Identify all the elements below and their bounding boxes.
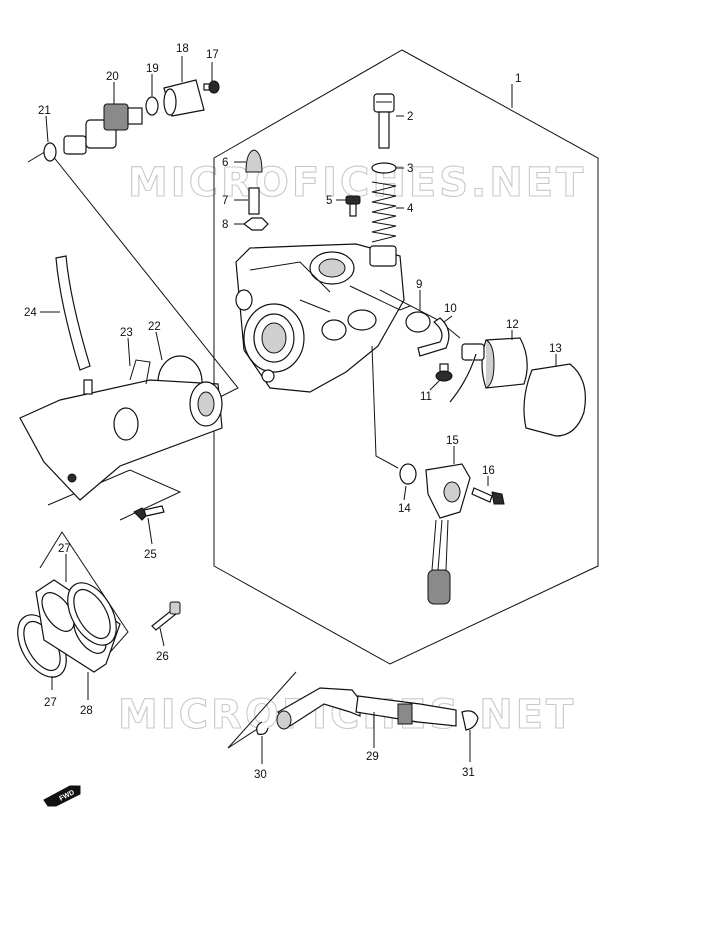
part-23-intake-pipe	[19, 359, 223, 501]
callout-15: 15	[446, 435, 459, 447]
part-18-injector-cap	[163, 79, 205, 117]
part-21-o-ring	[43, 142, 57, 162]
part-14-o-ring	[399, 463, 417, 485]
callout-3: 3	[407, 163, 413, 175]
callout-22: 22	[148, 321, 161, 333]
part-7-stud	[248, 187, 260, 215]
callout-13: 13	[549, 343, 562, 355]
callout-4: 4	[407, 203, 414, 215]
part-4-spring	[371, 181, 397, 243]
part-29-hose	[276, 687, 457, 730]
leader-body-to-14	[371, 345, 399, 469]
callout-8: 8	[222, 219, 228, 231]
fwd-arrow-icon: FWD	[43, 785, 81, 807]
part-9-o-ring	[405, 311, 431, 333]
part-15-tp-sensor	[425, 463, 471, 605]
part-2-adjust-screw	[373, 93, 395, 149]
callout-30: 30	[254, 769, 267, 781]
callout-20: 20	[106, 71, 119, 83]
part-19-o-ring	[145, 96, 159, 116]
callout-26: 26	[156, 651, 169, 663]
injector-group-frame	[27, 149, 239, 401]
part-16-screw	[471, 487, 505, 505]
part-8-nut	[243, 217, 269, 231]
part-17-screw	[203, 80, 220, 94]
callout-2: 2	[407, 111, 413, 123]
part-6-cap	[245, 149, 263, 173]
assembly-boundary	[213, 49, 599, 665]
callout-28: 28	[80, 705, 93, 717]
part-25-bolt	[133, 505, 165, 521]
part-12-iac-valve	[449, 337, 528, 403]
callout-9: 9	[416, 279, 422, 291]
part-3-o-ring	[371, 162, 397, 174]
callout-numbers: 1 2 3 4 5 6 7 8 9 10 11 12 13 14 15 16 1…	[24, 43, 562, 781]
part-27-gasket-right	[67, 582, 117, 646]
callout-10: 10	[444, 303, 457, 315]
callout-14: 14	[398, 503, 411, 515]
callout-12: 12	[506, 319, 519, 331]
callout-6: 6	[222, 157, 228, 169]
part-11-screw	[435, 363, 453, 382]
callout-11: 11	[420, 391, 432, 403]
part-5-screw	[345, 195, 361, 217]
callout-1: 1	[515, 73, 521, 85]
gasket-group-frame	[39, 531, 129, 669]
hose-group-leader	[227, 671, 297, 749]
callout-18: 18	[176, 43, 189, 55]
part-20-injector	[63, 103, 143, 155]
part-10-plate	[417, 317, 450, 357]
callout-leaders	[40, 56, 557, 764]
callout-21: 21	[38, 105, 51, 117]
part-26-bolt	[151, 601, 181, 631]
callout-31: 31	[462, 767, 475, 779]
callout-27-top: 27	[58, 543, 71, 555]
watermark-top: MICROFICHES.NET	[128, 160, 586, 206]
throttle-body	[235, 243, 405, 393]
leader-body-to-9	[349, 285, 411, 311]
callout-25: 25	[144, 549, 157, 561]
callout-23: 23	[120, 327, 133, 339]
callout-7: 7	[222, 195, 228, 207]
part-30-clamp	[256, 721, 269, 735]
callout-5: 5	[326, 195, 332, 207]
callout-16: 16	[482, 465, 495, 477]
callout-27-bottom: 27	[44, 697, 57, 709]
part-13-cover	[523, 363, 586, 437]
callout-17: 17	[206, 49, 219, 61]
callout-29: 29	[366, 751, 379, 763]
callout-24: 24	[24, 307, 37, 319]
callout-19: 19	[146, 63, 159, 75]
part-24-hose	[55, 255, 91, 371]
part-31-clamp	[461, 710, 479, 731]
